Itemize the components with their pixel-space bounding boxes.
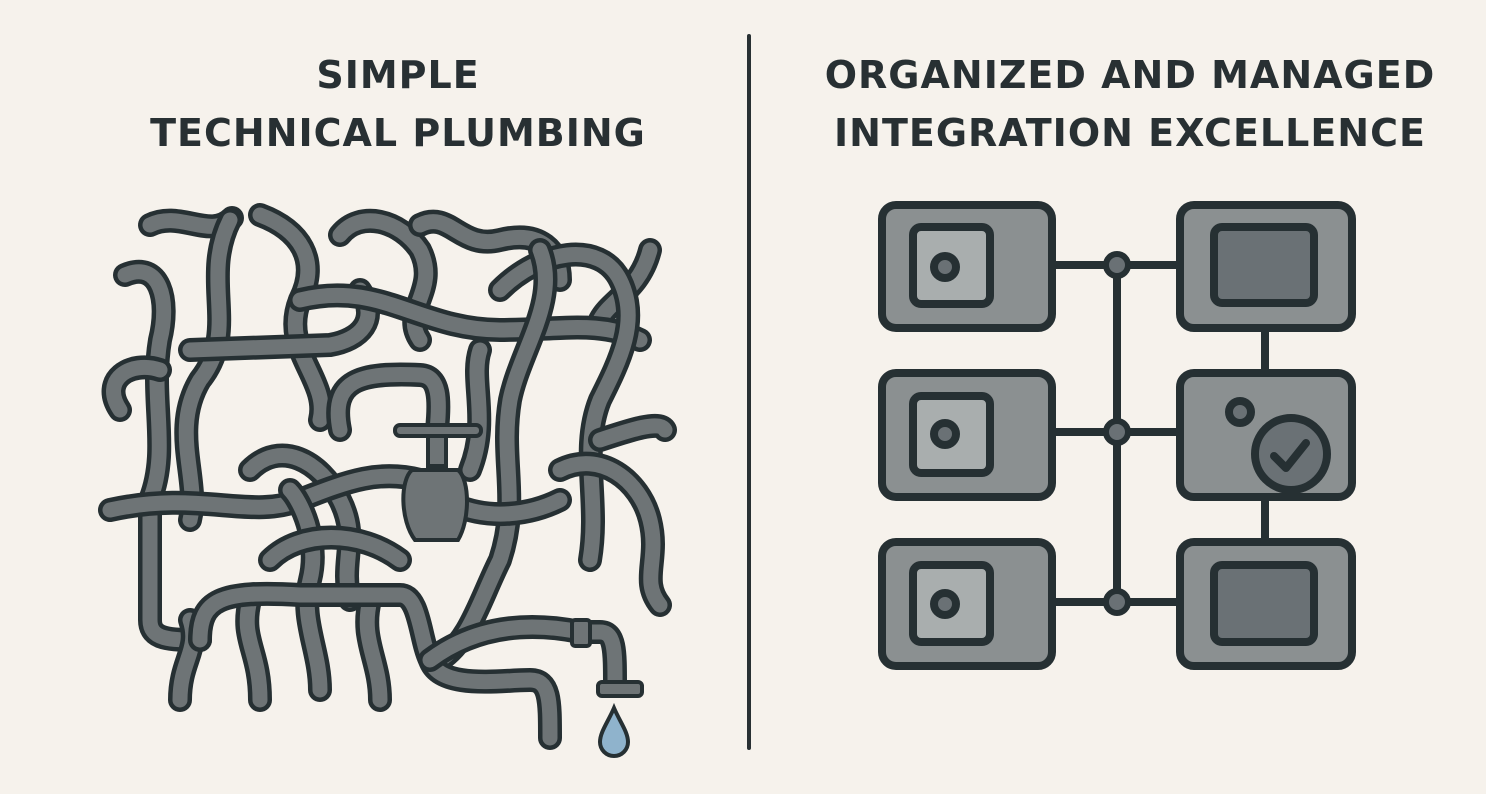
junction-node: [1103, 418, 1131, 446]
pipe-segment: [592, 418, 673, 448]
right-panel-title: ORGANIZED AND MANAGED INTEGRATION EXCELL…: [760, 46, 1486, 162]
pipe-segment: [428, 238, 558, 672]
left-title-line-1: SIMPLE: [316, 53, 480, 97]
source-module: [878, 369, 1056, 501]
pipe-segment: [292, 287, 648, 348]
tangled-pipes-illustration: [98, 203, 677, 750]
pipe-segment: [359, 592, 388, 708]
pipe-segment: [178, 212, 238, 528]
pipe-segment: [282, 482, 328, 698]
checkmark-icon: [1270, 439, 1310, 472]
validation-module: [1176, 369, 1356, 501]
pipe-segment: [242, 448, 358, 608]
junction-node: [1103, 251, 1131, 279]
check-circle-icon: [1251, 414, 1331, 494]
pipe-segment: [262, 530, 408, 568]
integration-diagram: [878, 201, 1356, 670]
pipe-segment: [462, 342, 488, 478]
pipe-segment: [106, 359, 168, 418]
water-drop-icon: [597, 702, 631, 758]
pipe-segment: [330, 366, 446, 438]
pipe-segment: [552, 456, 668, 613]
source-module: [878, 201, 1056, 332]
target-module: [1176, 201, 1356, 332]
junction-node: [1103, 588, 1131, 616]
pipe-segment: [492, 247, 636, 568]
pipe-segment: [432, 242, 553, 668]
source-module: [878, 538, 1056, 670]
panel-divider: [747, 34, 751, 750]
left-title-line-2: TECHNICAL PLUMBING: [150, 111, 646, 155]
pipe-segment: [117, 264, 208, 648]
right-title-line-2: INTEGRATION EXCELLENCE: [834, 111, 1426, 155]
spout-icon: [570, 618, 644, 698]
pipe-segment: [239, 592, 268, 708]
faucet-icon: [393, 423, 483, 542]
target-module: [1176, 538, 1356, 670]
left-panel-title: SIMPLE TECHNICAL PLUMBING: [40, 46, 756, 162]
right-title-line-1: ORGANIZED AND MANAGED: [824, 53, 1436, 97]
